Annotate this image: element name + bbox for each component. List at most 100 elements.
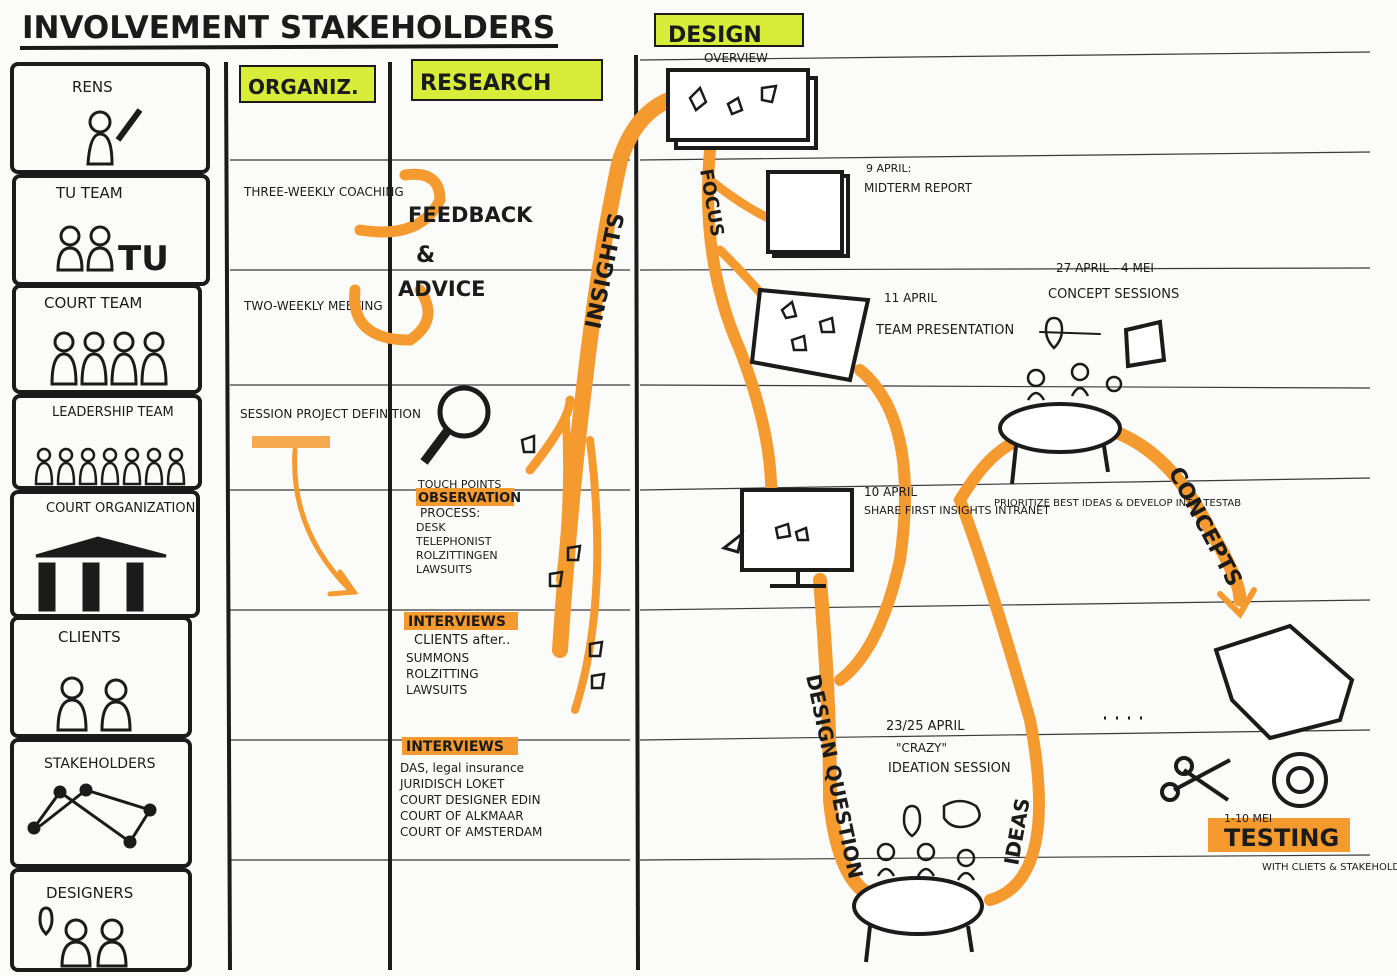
concept-sessions-date: 27 APRIL - 4 MEI [1056,261,1154,275]
magnifier-icon [420,385,491,465]
process-item: TELEPHONIST [415,535,492,548]
process-label: PROCESS: [420,506,480,520]
ideation-table-icon [852,876,984,936]
page-title: INVOLVEMENT STAKEHOLDERS [22,10,555,46]
stakeholder-clients: CLIENTS [58,628,121,646]
lightbulb-icon [1044,316,1064,350]
label-highlights [402,488,1350,852]
feedback-label: FEEDBACK [408,203,533,227]
cursor-icon [720,530,745,554]
team-presentation-label: TEAM PRESENTATION [875,323,1014,338]
observation-label: OBSERVATION [418,491,521,506]
title-underline [19,44,559,50]
star-icon [726,96,744,116]
star-icon [794,526,810,542]
clients-item: SUMMONS [406,651,469,665]
share-date: 10 APRIL [864,485,917,499]
interviews-label-1: INTERVIEWS [408,614,506,630]
people-icon [56,676,132,732]
star-doodles [520,84,836,690]
star-icon [774,522,792,540]
stakeholder-designers: DESIGNERS [46,884,133,902]
research-header-box [411,59,603,101]
court-building-icon [35,536,167,612]
people-icon [56,225,114,272]
stakeholder-interview-item: COURT OF ALKMAAR [400,809,524,823]
prioritize-label: PRIORITIZE BEST IDEAS & DEVELOP INTO TES… [994,498,1241,509]
scissors-icon [1173,758,1231,802]
monitor-icon [740,488,854,572]
stakeholder-boxes [10,62,210,972]
overview-label: OVERVIEW [704,51,768,65]
stakeholder-court-organization: COURT ORGANIZATION [46,501,195,516]
stakeholder-tu-team: TU TEAM [55,184,123,202]
stakeholder-interview-item: COURT OF AMSTERDAM [400,825,542,839]
tu-logo: TU [118,239,169,279]
network-icon [27,783,157,849]
ideation-date: 23/25 APRIL [886,719,965,734]
testing-tools [1160,752,1328,808]
process-item: LAWSUITS [416,563,472,576]
star-icon [790,334,808,352]
stakeholder-court-team: COURT TEAM [44,294,142,312]
process-item: DESK [416,521,446,534]
concept-table-icon [998,402,1122,454]
stakeholder-figures [27,108,186,968]
thought-cloud-icon [942,799,981,829]
star-icon [590,672,606,690]
person-icon [88,110,112,134]
design-drawings [666,68,1355,963]
organiz-header: ORGANIZ. [248,75,359,99]
stakeholder-interview-item: COURT DESIGNER EDIN [400,793,541,807]
crazy-label: "CRAZY" [896,741,947,755]
star-icon [760,84,778,104]
people-icon [38,906,128,968]
midterm-date: 9 APRIL: [866,162,911,175]
organiz-item-2: TWO-WEEKLY MEETING [243,299,383,313]
lightbulb-icon [902,804,922,838]
stakeholder-leadership-team: LEADERSHIP TEAM [52,405,174,420]
midterm-label: MIDTERM REPORT [864,181,973,195]
interviews-label-2: INTERVIEWS [406,739,504,755]
star-icon [688,85,708,112]
touchpoints-label: TOUCH POINTS [417,478,501,491]
lightbulb-icon [38,906,54,937]
stakeholder-interview-item: JURIDISCH LOKET [399,777,505,791]
star-icon [548,570,564,588]
star-icon [566,544,582,562]
people-icon [50,331,168,386]
focus-label: FOCUS [695,167,728,238]
design-header-box [654,13,804,47]
prototype-box-icon [1213,623,1355,741]
star-icon [588,640,604,658]
process-item: ROLZITTINGEN [416,549,498,562]
organiz-item-1: THREE-WEEKLY COACHING [243,185,404,199]
star-icon [520,434,536,454]
ideation-label: IDEATION SESSION [888,761,1011,776]
stakeholder-interview-item: DAS, legal insurance [400,761,524,775]
advice-label: ADVICE [398,277,486,301]
design-header: DESIGN [668,23,762,48]
ampersand-label: & [416,243,435,268]
testing-date: 1-10 MEI [1224,812,1272,825]
organiz-item-3: SESSION PROJECT DEFINITION [240,407,421,421]
share-label: SHARE FIRST INSIGHTS INTRANET [864,504,1050,517]
people-icon [34,447,186,486]
clients-after-label: CLIENTS after.. [414,633,510,648]
research-header: RESEARCH [420,71,551,96]
clients-item: LAWSUITS [406,683,467,697]
session-highlight [252,436,330,448]
participant-figures [876,316,1123,881]
stakeholder-rens: RENS [72,78,113,96]
tape-roll-icon [1272,752,1328,808]
presentation-board-icon [749,287,871,383]
star-icon [818,316,836,334]
stakeholder-stakeholders: STAKEHOLDERS [44,756,156,772]
insights-label: INSIGHTS [581,211,630,332]
concept-sessions-label: CONCEPT SESSIONS [1048,287,1179,302]
organiz-header-box [239,65,376,103]
concept-box-icon [1123,319,1167,369]
star-icon [780,299,798,320]
